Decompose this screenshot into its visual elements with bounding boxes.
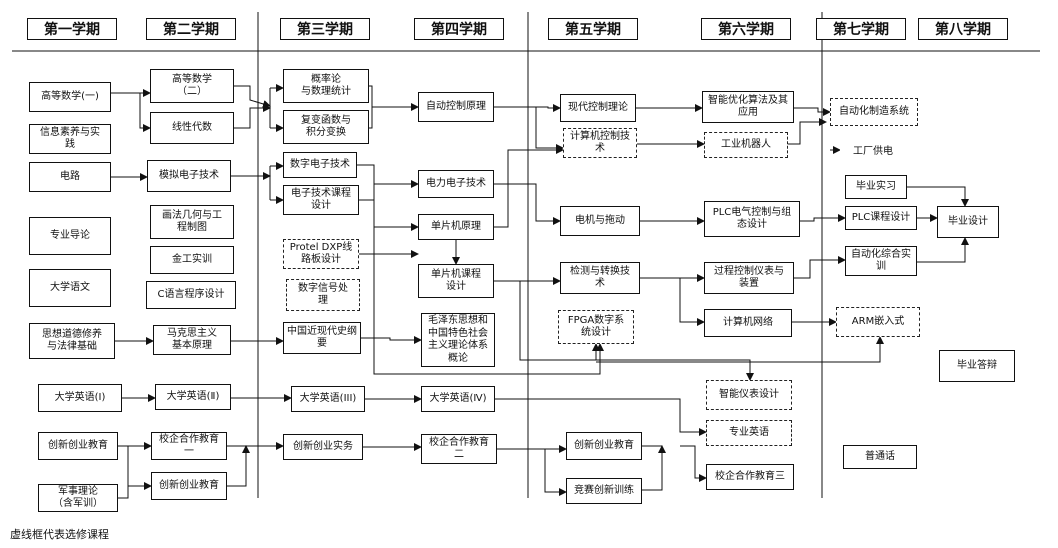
course-dsp: 数字信号处 理 bbox=[286, 279, 360, 311]
course-ethics-law: 思想道德修养 与法律基础 bbox=[29, 323, 115, 359]
course-intelligent-optimization: 智能优化算法及其 应用 bbox=[702, 91, 794, 123]
course-process-control: 过程控制仪表与 装置 bbox=[704, 262, 794, 294]
course-innovation-practice: 创新创业实务 bbox=[283, 434, 363, 460]
course-industrial-robot: 工业机器人 bbox=[704, 132, 788, 158]
semester-header-8: 第八学期 bbox=[918, 18, 1008, 40]
course-power-electronics: 电力电子技术 bbox=[418, 170, 494, 198]
course-competition-training: 竞赛创新训练 bbox=[566, 478, 642, 504]
course-detection-conversion: 检测与转换技 术 bbox=[560, 262, 640, 294]
connector-53 bbox=[788, 118, 827, 145]
course-military-theory: 军事理论 （含军训） bbox=[38, 484, 118, 512]
connector-50 bbox=[642, 445, 666, 491]
connector-47 bbox=[679, 278, 705, 326]
course-major-intro: 专业导论 bbox=[29, 217, 111, 255]
course-protel-pcb-design: Protel DXP线 路板设计 bbox=[283, 239, 359, 269]
course-fpga-design: FPGA数字系 统设计 bbox=[558, 310, 634, 344]
course-coop-education-1: 校企合作教育 一 bbox=[151, 432, 227, 460]
connector-36 bbox=[494, 183, 561, 225]
course-motor-drive: 电机与拖动 bbox=[560, 206, 640, 236]
course-engineering-drawing: 画法几何与工 程制图 bbox=[150, 205, 234, 239]
course-innovation-2: 创新创业教育 bbox=[151, 472, 227, 500]
course-plc-control: PLC电气控制与组 态设计 bbox=[704, 201, 800, 237]
course-college-chinese: 大学语文 bbox=[29, 269, 111, 307]
connector-49 bbox=[642, 445, 663, 460]
course-automation-manufacturing: 自动化制造系统 bbox=[830, 98, 918, 126]
course-arm-embedded: ARM嵌入式 bbox=[836, 307, 920, 337]
course-automatic-control: 自动控制原理 bbox=[418, 92, 494, 122]
course-smart-instrument: 智能仪表设计 bbox=[706, 380, 792, 410]
connector-42 bbox=[544, 449, 567, 496]
connector-52 bbox=[794, 107, 831, 116]
course-english-3: 大学英语(III) bbox=[291, 386, 365, 412]
connector-23 bbox=[369, 85, 419, 111]
semester-header-5: 第五学期 bbox=[548, 18, 638, 40]
course-info-literacy: 信息素养与实 践 bbox=[29, 124, 111, 154]
course-analog-electronics: 模拟电子技术 bbox=[147, 160, 231, 192]
course-automation-training: 自动化综合实 训 bbox=[845, 246, 917, 276]
semester-header-7: 第七学期 bbox=[816, 18, 906, 40]
course-graduation-internship: 毕业实习 bbox=[845, 175, 907, 199]
connector-2 bbox=[111, 92, 151, 132]
course-graduation-defense: 毕业答辩 bbox=[939, 350, 1015, 382]
semester-header-3: 第三学期 bbox=[280, 18, 370, 40]
course-modern-history: 中国近现代史纲 要 bbox=[283, 322, 361, 354]
course-professional-english: 专业英语 bbox=[706, 420, 792, 446]
connector-40 bbox=[495, 398, 707, 436]
course-linear-algebra: 线性代数 bbox=[150, 112, 234, 144]
course-plc-design: PLC课程设计 bbox=[845, 206, 917, 230]
connector-22 bbox=[227, 445, 250, 487]
connector-61 bbox=[917, 237, 969, 263]
course-metalwork-training: 金工实训 bbox=[150, 246, 234, 274]
connector-25 bbox=[357, 164, 604, 375]
course-c-programming: C语言程序设计 bbox=[146, 281, 236, 309]
course-advanced-math-2: 高等数学 （二） bbox=[150, 69, 234, 103]
course-electronics-design: 电子技术课程 设计 bbox=[283, 185, 359, 215]
course-mcu-design: 单片机课程 设计 bbox=[418, 264, 494, 298]
semester-header-4: 第四学期 bbox=[414, 18, 504, 40]
connector-7 bbox=[118, 482, 152, 499]
course-coop-education-3: 校企合作教育三 bbox=[706, 464, 794, 490]
connector-51 bbox=[680, 445, 707, 482]
course-english-1: 大学英语(Ⅰ) bbox=[38, 384, 122, 412]
connector-48 bbox=[596, 359, 754, 381]
course-mandarin: 普通话 bbox=[843, 445, 917, 469]
course-innovation-1: 创新创业教育 bbox=[38, 432, 118, 460]
connector-55 bbox=[794, 256, 846, 279]
course-advanced-math-1: 高等数学(一) bbox=[29, 82, 111, 112]
semester-header-2: 第二学期 bbox=[146, 18, 236, 40]
course-digital-electronics: 数字电子技术 bbox=[283, 152, 357, 178]
connector-24 bbox=[369, 107, 373, 129]
connector-39 bbox=[519, 281, 600, 361]
course-computer-network: 计算机网络 bbox=[704, 309, 792, 337]
connector-34 bbox=[494, 104, 561, 112]
course-circuits: 电路 bbox=[29, 162, 111, 192]
course-innovation-5: 创新创业教育 bbox=[566, 432, 642, 460]
connector-10 bbox=[234, 104, 271, 129]
course-mcu-principles: 单片机原理 bbox=[418, 214, 494, 240]
course-graduation-design: 毕业设计 bbox=[937, 206, 999, 238]
connector-35 bbox=[535, 107, 564, 152]
connector-57 bbox=[596, 336, 884, 363]
course-mao-theory: 毛泽东思想和 中国特色社会 主义理论体系 概论 bbox=[421, 313, 495, 367]
connector-37 bbox=[494, 146, 564, 228]
connector-54 bbox=[800, 214, 846, 222]
connector-30 bbox=[361, 336, 422, 344]
course-coop-education-2: 校企合作教育 二 bbox=[421, 434, 497, 464]
course-english-2: 大学英语(Ⅱ) bbox=[155, 384, 231, 410]
semester-header-1: 第一学期 bbox=[27, 18, 117, 40]
legend-text: 虚线框代表选修课程 bbox=[10, 528, 109, 541]
semester-header-6: 第六学期 bbox=[701, 18, 791, 40]
connector-59 bbox=[907, 186, 969, 207]
connector-9 bbox=[234, 85, 271, 108]
course-factory-power: 工厂供电 bbox=[840, 140, 906, 164]
course-english-4: 大学英语(Ⅳ) bbox=[421, 386, 495, 412]
course-modern-control: 现代控制理论 bbox=[560, 94, 636, 122]
course-marxism: 马克思主义 基本原理 bbox=[153, 325, 231, 355]
course-complex-functions: 复变函数与 积分变换 bbox=[283, 110, 369, 144]
course-computer-control: 计算机控制技 术 bbox=[563, 128, 637, 158]
course-probability-statistics: 概率论 与数理统计 bbox=[283, 69, 369, 103]
